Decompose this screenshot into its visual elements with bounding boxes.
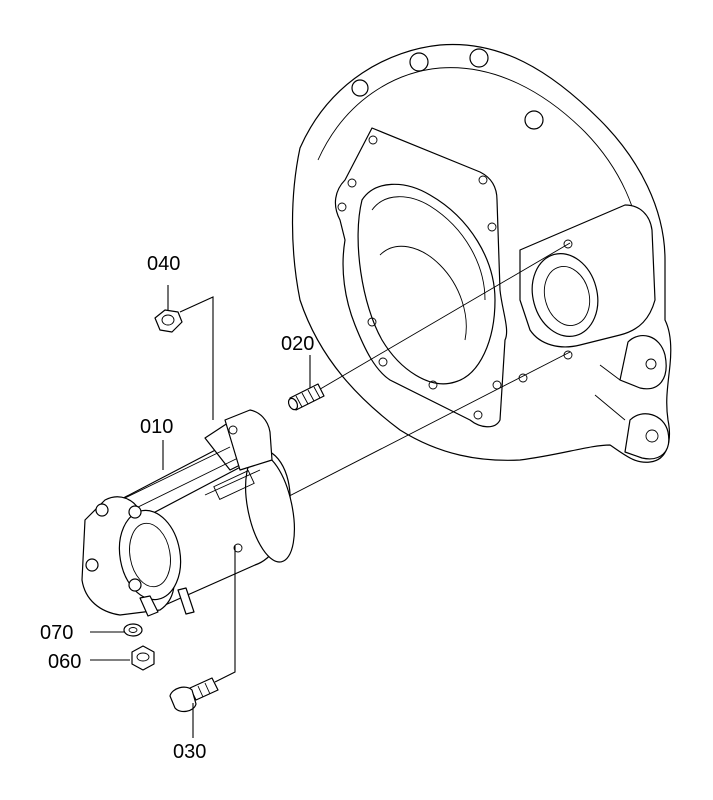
label-070: 070	[40, 622, 73, 644]
bolt-030	[169, 677, 219, 713]
starter-motor-010	[81, 409, 295, 617]
leader-lines	[90, 285, 311, 738]
nut-040	[154, 309, 183, 333]
label-060: 060	[48, 651, 81, 673]
alignment-lines	[261, 242, 571, 511]
washer-070	[123, 623, 143, 637]
label-010: 010	[140, 416, 173, 438]
label-020: 020	[281, 333, 314, 355]
flywheel-housing	[291, 43, 672, 463]
stud-020	[287, 383, 325, 411]
nut-060	[131, 645, 155, 671]
label-040: 040	[147, 253, 180, 275]
label-030: 030	[173, 741, 206, 763]
